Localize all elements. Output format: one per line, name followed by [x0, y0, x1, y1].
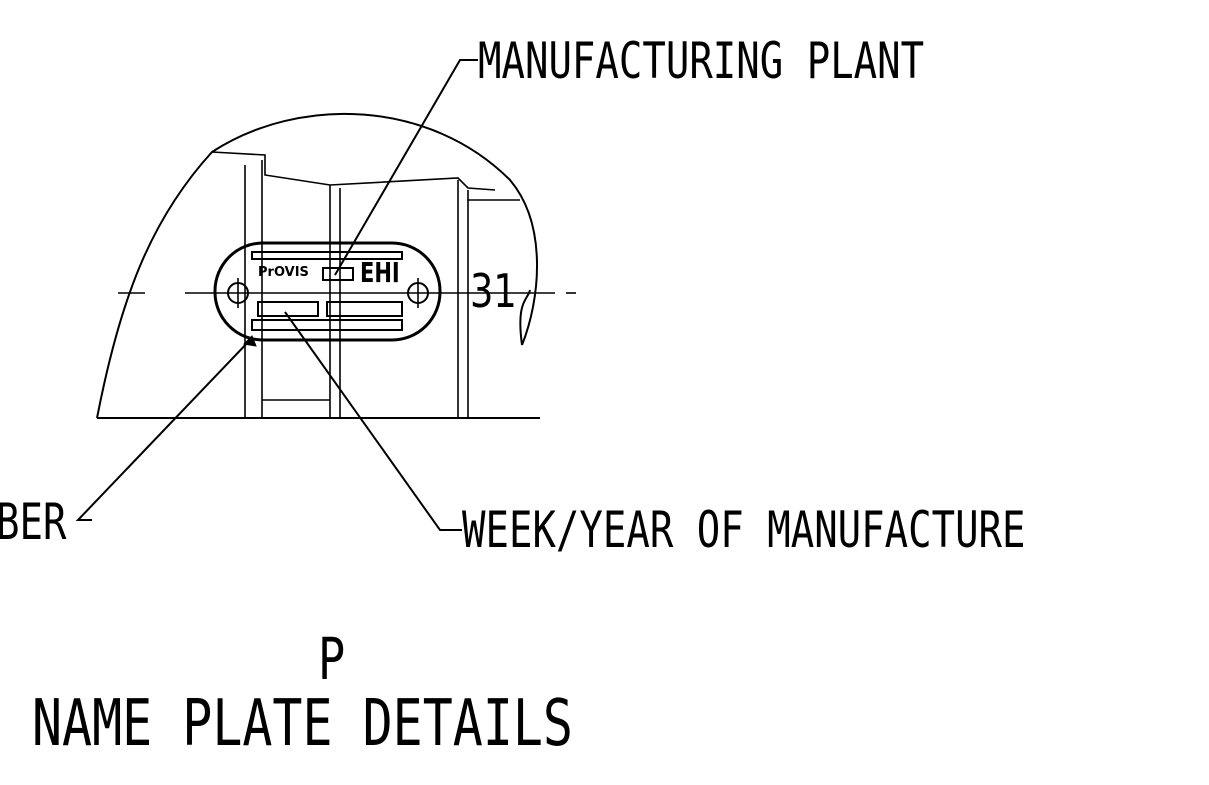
- view-title: NAME PLATE DETAILS: [32, 687, 573, 761]
- plate-conformity-mark: EHI: [360, 256, 400, 289]
- manufacturing-plant-label: MANUFACTURING PLANT: [478, 32, 925, 90]
- week-year-label: WEEK/YEAR OF MANUFACTURE: [462, 501, 1026, 559]
- plate-brand-text: PrOVIS: [258, 265, 309, 280]
- leader-manufacturing-plant: [334, 59, 478, 276]
- casting-line: [211, 151, 496, 191]
- housing-outline: [96, 112, 538, 419]
- serial-box: [257, 301, 319, 317]
- item-number-label: 31: [470, 264, 517, 318]
- leader-arrowhead: [242, 335, 257, 347]
- view-letter: P: [318, 625, 346, 693]
- serial-box-right: [326, 301, 403, 317]
- plate-bottom-band: [251, 319, 403, 331]
- number-label-partial: BER: [0, 493, 67, 551]
- name-plate: [213, 241, 442, 342]
- plate-top-band: [251, 251, 403, 260]
- leader-week-year: [284, 311, 462, 531]
- leader-number: [75, 337, 253, 521]
